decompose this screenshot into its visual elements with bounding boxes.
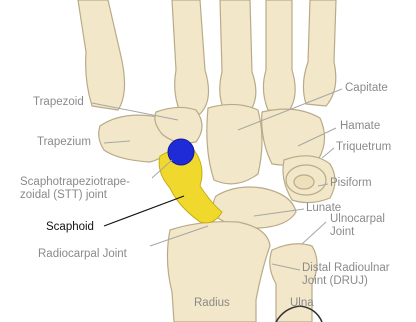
stt-joint-marker xyxy=(168,139,194,165)
label-druj-line2: Joint (DRUJ) xyxy=(302,275,390,288)
label-ulna: Ulna xyxy=(290,297,314,310)
label-stt-joint: Scaphotrapeziotrape- zoidal (STT) joint xyxy=(20,176,130,202)
label-stt-line1: Scaphotrapeziotrape- xyxy=(20,176,130,189)
label-ulnocarpal-line1: Ulnocarpal xyxy=(330,213,385,226)
label-trapezoid: Trapezoid xyxy=(33,96,84,109)
label-druj: Distal Radioulnar Joint (DRUJ) xyxy=(302,262,390,288)
label-trapezium: Trapezium xyxy=(37,136,91,149)
leader-ulnocarpal xyxy=(302,222,326,244)
pisiform-inner xyxy=(294,175,314,189)
label-radiocarpal-joint: Radiocarpal Joint xyxy=(38,248,127,261)
metacarpal-2 xyxy=(172,0,209,114)
metacarpal-1 xyxy=(78,0,125,110)
label-ulnocarpal-line2: Joint xyxy=(330,226,385,239)
leader-triquetrum xyxy=(322,148,334,158)
label-radius: Radius xyxy=(194,297,230,310)
capitate-bone xyxy=(207,104,262,183)
label-ulnocarpal-joint: Ulnocarpal Joint xyxy=(330,213,385,239)
metacarpal-3 xyxy=(220,0,256,116)
label-pisiform: Pisiform xyxy=(330,177,372,190)
label-triquetrum: Triquetrum xyxy=(336,141,391,154)
label-hamate: Hamate xyxy=(340,120,380,133)
label-scaphoid: Scaphoid xyxy=(46,221,94,234)
metacarpal-5 xyxy=(303,0,336,106)
label-capitate: Capitate xyxy=(345,82,388,95)
label-druj-line1: Distal Radioulnar xyxy=(302,262,390,275)
metacarpal-4 xyxy=(263,0,295,112)
label-stt-line2: zoidal (STT) joint xyxy=(20,189,130,202)
